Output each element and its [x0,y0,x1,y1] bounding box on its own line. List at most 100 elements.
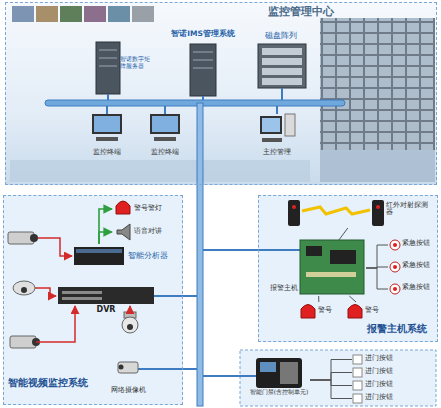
bus-drop [276,106,278,114]
alarm-system-panel: 报警主机系统红外对射探测器报警主机紧急按钮紧急按钮紧急按钮警号警号 [258,195,438,342]
node-label: 智能分析器 [128,252,178,261]
monitor-terminal: 监控终端 [85,112,129,158]
server-icon [190,44,216,96]
wire [366,267,388,268]
pc-tower-icon [285,114,295,136]
node-label: 紧急按钮 [402,262,436,269]
bus-link [138,368,197,370]
video-feed-arrow [36,306,75,342]
node-label: 警号警灯 [134,204,182,212]
door-button: 进门按钮 [352,393,410,404]
node-label: 智诺数字矩阵服务器 [120,56,154,70]
button-core [393,243,397,247]
node-label: 智能门禁(含控制单元) [248,389,310,396]
intercom-speaker: 语音对讲 [112,222,182,242]
infrared-sensor-icon [372,200,384,226]
siren-icon [301,305,315,319]
control-room-desk [10,160,310,182]
wire [310,380,352,386]
board-terminal [306,272,356,277]
node-label: 进门按钮 [365,368,410,375]
monitoring-center-panel: 监控管理中心智诺数字矩阵服务器 智诺IMS管理系统 磁盘阵列监控终端 监控终端 主控管理 [5,2,437,185]
wire [366,245,388,268]
monitor-screen [152,116,178,132]
node-label: 语音对讲 [134,227,182,235]
node-label: 进门按钮 [365,394,410,401]
disk-array: 磁盘阵列 [250,32,312,90]
control-room-floor [320,150,435,182]
keyboard-icon [262,138,282,142]
node-label: 报警主机系统 [367,324,439,335]
ptz-camera-icon [122,317,138,333]
node-label: 监控终端 [143,148,187,156]
button-icon [390,262,400,272]
photo-tile [132,6,154,22]
sensor-led [292,205,296,209]
wire [366,268,388,289]
node-label: 进门按钮 [365,355,410,362]
server-icon [96,42,120,94]
button-icon [390,240,400,250]
video-feed-arrow [38,238,72,256]
bus-link [203,249,300,251]
disk-array-icon [258,44,306,88]
emergency-button: 紧急按钮 [388,260,436,274]
disk-row [262,48,302,55]
master-console: 主控管理 [255,112,299,160]
emergency-button: 紧急按钮 [388,282,436,296]
bus-drop [106,106,108,114]
monitor-screen [262,118,280,132]
board-chip [306,246,322,256]
keyboard-icon [96,137,118,141]
access-controller: 智能门禁(含控制单元) [248,356,310,404]
node-label: 紧急按钮 [402,284,436,291]
dvr-slot [62,291,102,294]
video-feed-arrow [35,288,56,296]
network-bus [45,100,345,106]
photo-tile [36,6,58,22]
photo-tile [108,6,130,22]
camera-lens [119,365,124,370]
sensor-led [376,205,380,209]
video-system-panel: 智能视频监控系统警号警灯语音对讲智能分析器DVR网络摄像机 [3,195,183,405]
dvr-recorder: DVR [58,287,154,315]
door-button: 进门按钮 [352,354,410,365]
photo-tile [84,6,106,22]
disk-row [262,68,302,75]
board-chip [330,250,356,264]
beacon-icon [116,201,130,214]
matrix-server: 智诺数字矩阵服务器 [92,38,152,96]
network-camera-icon [118,362,138,373]
wire [310,373,352,381]
node-label: 报警主机 [270,284,300,292]
bus-link [203,375,256,377]
node-label: 监控管理中心 [268,6,428,19]
access-controller-icon [256,358,302,388]
node-label: 警号 [318,306,340,314]
node-label: 警号 [365,306,387,314]
node-label: 监控终端 [85,148,129,156]
controller-screen [260,362,276,372]
emergency-button: 紧急按钮 [388,238,436,252]
node-label: 紧急按钮 [402,240,436,247]
ims-server: 智诺IMS管理系统 [168,30,238,96]
photo-tile [12,6,34,22]
alarm-siren: 警号 [298,302,340,320]
bus-drop [202,96,204,100]
keyboard-icon [154,137,176,141]
node-label: 智诺IMS管理系统 [168,30,238,39]
smart-analyzer: 智能分析器 [72,244,126,270]
camera-lens [21,287,27,293]
panel-fill [3,195,183,405]
wire [349,296,356,302]
monitor-screen [94,116,120,132]
wire [310,360,352,381]
button-core [393,265,397,269]
network-camera: 网络摄像机 [100,362,156,398]
bus-link [154,295,197,297]
node-label: 磁盘阵列 [250,32,312,41]
